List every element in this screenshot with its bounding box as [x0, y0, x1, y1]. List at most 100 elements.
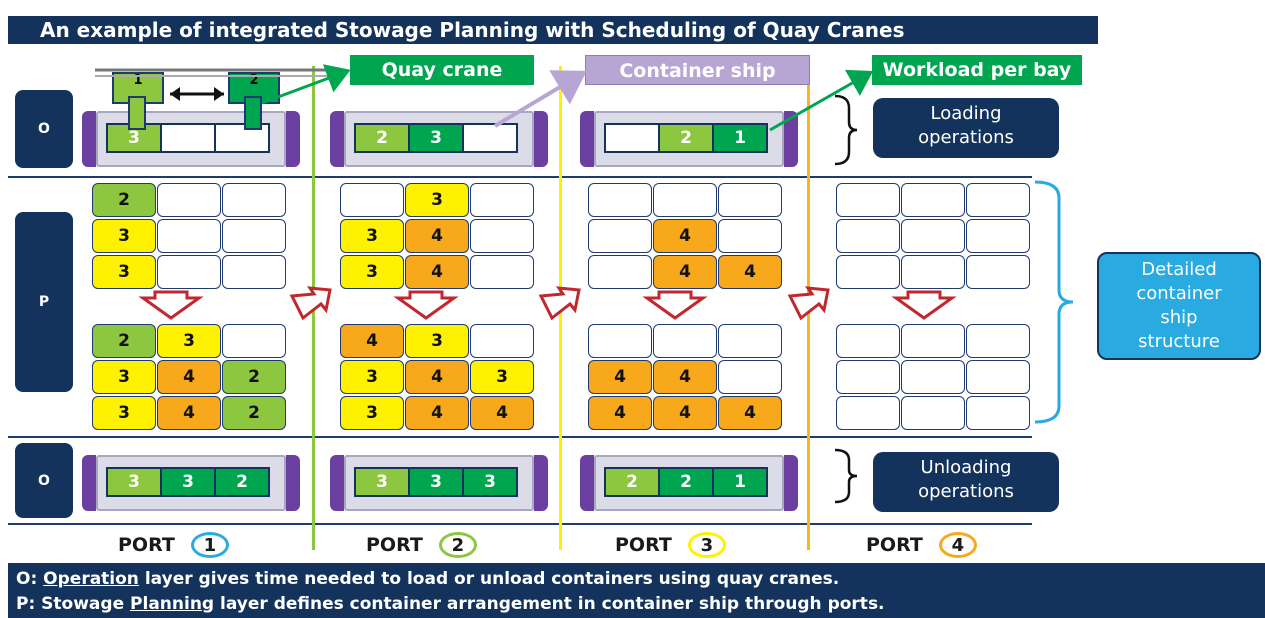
- container-slot: 3: [340, 360, 404, 394]
- container-slot: [470, 219, 534, 253]
- container-slot: [718, 360, 782, 394]
- container-slot: [836, 255, 900, 289]
- operation-layer-label-top: O: [15, 90, 73, 168]
- container-slot: 4: [470, 396, 534, 430]
- container-slot: 3: [340, 219, 404, 253]
- ship-bay: [160, 123, 216, 153]
- container-slot: [157, 183, 221, 217]
- footer-o-text: layer gives time needed to load or unloa…: [138, 569, 840, 589]
- container-slot: 4: [718, 255, 782, 289]
- ship-bay: [604, 123, 660, 153]
- container-slot: 4: [405, 219, 469, 253]
- quay-crane-2: 2: [228, 72, 280, 104]
- ship-bay: 2: [658, 467, 714, 497]
- container-slot: [588, 324, 652, 358]
- down-arrow-4: [891, 290, 957, 320]
- container-slot: [836, 183, 900, 217]
- container-slot: 3: [405, 183, 469, 217]
- container-ship-label: Container ship: [585, 55, 810, 85]
- container-slot: 4: [653, 255, 717, 289]
- container-slot: 2: [222, 396, 286, 430]
- container-slot: [470, 324, 534, 358]
- container-slot: 4: [588, 396, 652, 430]
- container-slot: [966, 324, 1030, 358]
- workload-pointer: [769, 69, 874, 132]
- port-2-label: PORT: [366, 534, 423, 556]
- container-slot: [157, 219, 221, 253]
- container-slot: 3: [340, 255, 404, 289]
- container-slot: 2: [92, 324, 156, 358]
- ship-bay: [462, 123, 518, 153]
- footer-p-prefix: P: Stowage: [16, 594, 131, 614]
- detailed-structure-brace: [1034, 180, 1074, 424]
- loading-brace: [834, 94, 858, 166]
- legend-footer: O: Operation layer gives time needed to …: [8, 563, 1265, 618]
- container-slot: [966, 255, 1030, 289]
- footer-p-text: layer defines container arrangement in c…: [214, 594, 885, 614]
- footer-o-prefix: O:: [16, 569, 44, 589]
- container-slot: [836, 219, 900, 253]
- down-arrows: [138, 290, 957, 320]
- workload-per-bay-label: Workload per bay: [872, 55, 1082, 85]
- operation-layer-label-bottom: O: [15, 443, 73, 518]
- ship-bay: 1: [712, 467, 768, 497]
- detailed-callout-line3: ship: [1160, 307, 1198, 328]
- container-slot: [966, 396, 1030, 430]
- port-transition-arrow-2: [538, 286, 581, 321]
- detailed-callout-line2: container: [1136, 283, 1222, 304]
- container-slot: [901, 183, 965, 217]
- port-1-number: 1: [190, 532, 229, 558]
- container-slot: [222, 219, 286, 253]
- container-slot: 4: [718, 396, 782, 430]
- container-slot: 4: [653, 360, 717, 394]
- port-2-number: 2: [438, 532, 477, 558]
- container-slot: [836, 360, 900, 394]
- port-3-label: PORT: [615, 534, 672, 556]
- port-1: PORT 1: [118, 532, 229, 558]
- container-slot: [966, 360, 1030, 394]
- port-transition-arrow-1: [289, 286, 332, 321]
- down-arrow-3: [642, 290, 708, 320]
- container-slot: 3: [92, 360, 156, 394]
- container-slot: [222, 324, 286, 358]
- container-slot: [901, 324, 965, 358]
- container-slot: [901, 396, 965, 430]
- container-slot: [588, 183, 652, 217]
- container-slot: 3: [340, 396, 404, 430]
- port-4-label: PORT: [866, 534, 923, 556]
- port-1-label: PORT: [118, 534, 175, 556]
- crane-1-spreader: [128, 96, 146, 130]
- container-slot: [901, 255, 965, 289]
- detailed-callout-line4: structure: [1138, 331, 1220, 352]
- footer-line-operation: O: Operation layer gives time needed to …: [16, 567, 1265, 592]
- container-slot: 4: [653, 396, 717, 430]
- container-slot: 3: [92, 255, 156, 289]
- container-slot: 4: [340, 324, 404, 358]
- container-slot: [470, 255, 534, 289]
- footer-planning-keyword: Planning: [130, 594, 215, 614]
- container-slot: 2: [92, 183, 156, 217]
- crane-2-spreader: [244, 96, 262, 130]
- container-slot: 3: [470, 360, 534, 394]
- port-3-number: 3: [687, 532, 726, 558]
- container-slot: [966, 219, 1030, 253]
- down-arrow-2: [393, 290, 459, 320]
- detailed-callout-line1: Detailed: [1141, 259, 1217, 280]
- port-transition-arrow-3: [787, 286, 830, 321]
- unloading-callout-line1: Unloading: [920, 457, 1012, 478]
- ship-bay: 3: [354, 467, 410, 497]
- layer-separator: [8, 523, 1032, 525]
- quay-crane-pointer: [261, 64, 351, 105]
- layer-separator: [8, 176, 1032, 178]
- loading-operations-callout: Loading operations: [873, 98, 1059, 158]
- container-slot: [718, 324, 782, 358]
- ship-bay: 2: [658, 123, 714, 153]
- container-slot: [718, 219, 782, 253]
- unloading-operations-callout: Unloading operations: [873, 452, 1059, 512]
- quay-crane-label: Quay crane: [350, 55, 534, 85]
- diagram-title: An example of integrated Stowage Plannin…: [8, 16, 1098, 44]
- crane-1-number: 1: [133, 73, 143, 88]
- ship-bay: 1: [712, 123, 768, 153]
